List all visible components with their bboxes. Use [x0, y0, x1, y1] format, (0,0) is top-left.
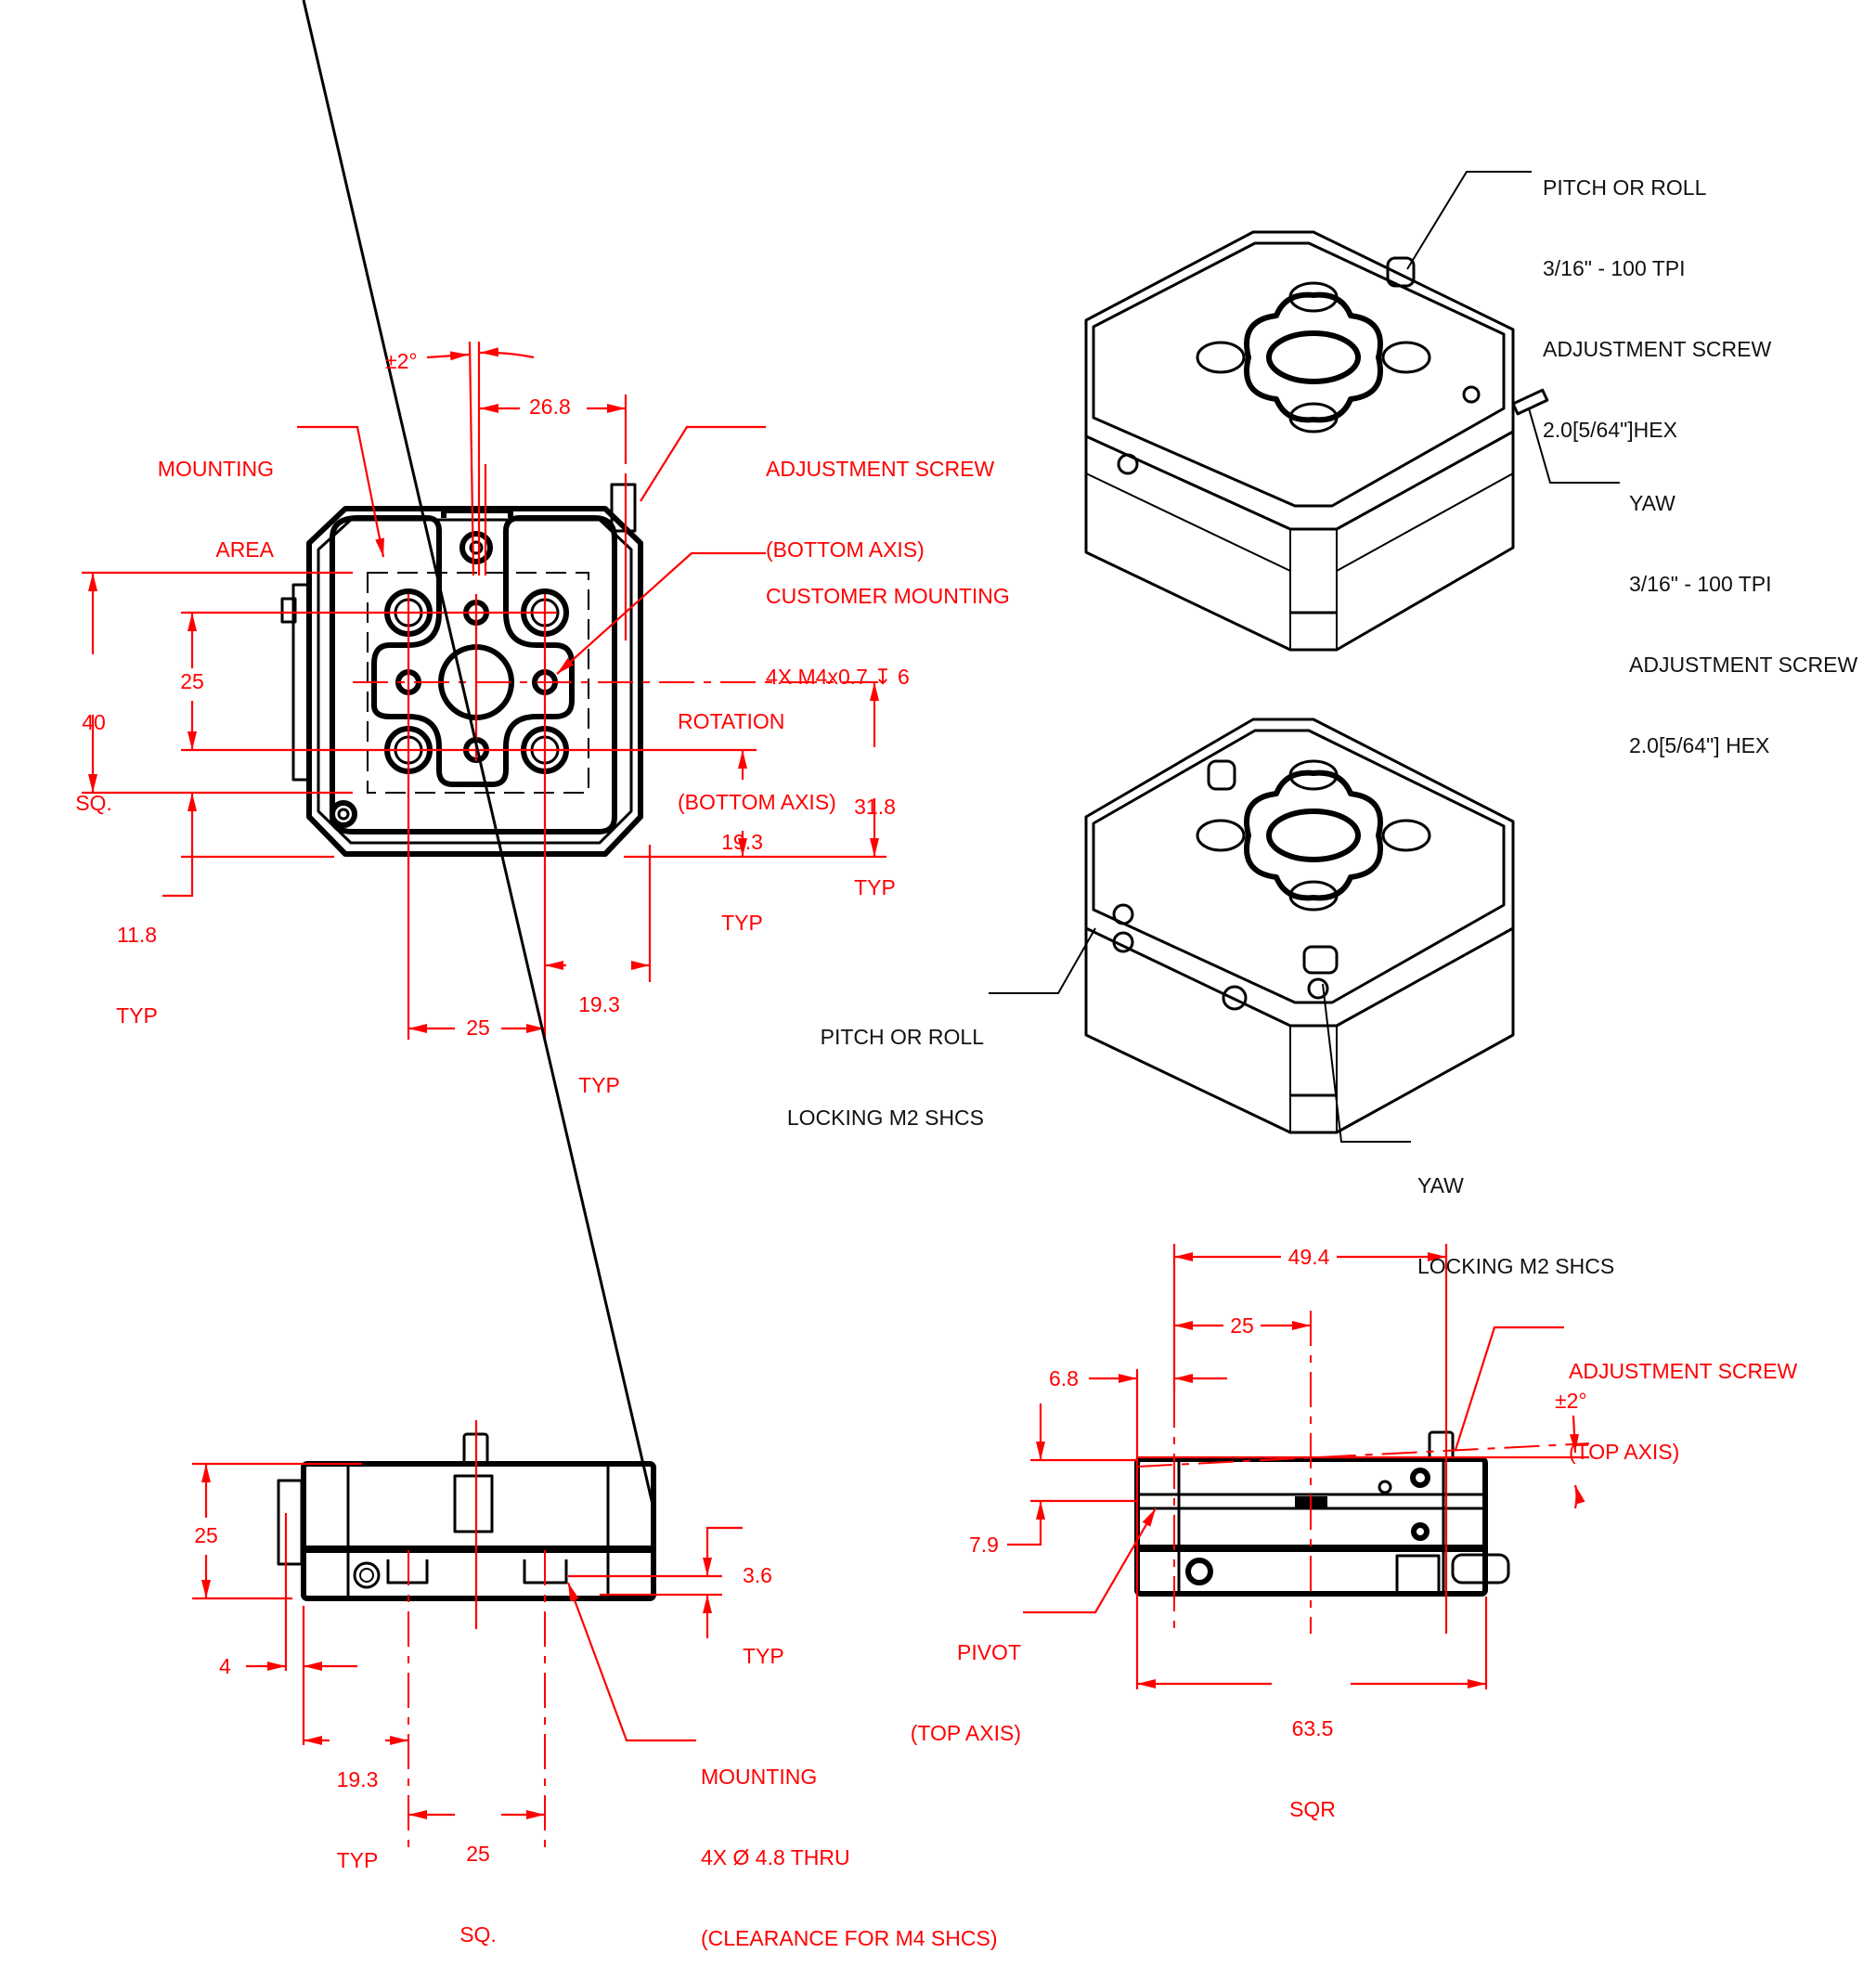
dim-25-sq-value: 25: [466, 1842, 490, 1866]
yaw-lock-callout: YAW LOCKING M2 SHCS: [1417, 1119, 1614, 1307]
dim-25-horizontal: 25: [466, 1015, 490, 1040]
customer-mounting-label: CUSTOMER MOUNTING 4X M4x0.7 ↧ 6: [766, 529, 1010, 718]
dim-40-sq: 40 SQ.: [70, 655, 118, 844]
pivot-line1: PIVOT: [956, 1640, 1021, 1664]
dim-19-3-front-value: 19.3: [336, 1767, 379, 1791]
dim-31-8-value: 31.8: [854, 795, 896, 819]
dim-26-8: 26.8: [529, 395, 571, 419]
side-view-dimensions: [1007, 1244, 1590, 1689]
dim-63-5-value: 63.5: [1291, 1716, 1334, 1740]
dim-25-height: 25: [194, 1523, 218, 1547]
dim-19-3-typ-horizontal: 19.3 TYP: [574, 938, 625, 1126]
dim-7-9: 7.9: [969, 1533, 999, 1557]
top-view-dimensions: [82, 341, 886, 1040]
pivot-top-axis-label: PIVOT (TOP AXIS): [886, 1585, 1021, 1774]
yaw-line3: ADJUSTMENT SCREW: [1629, 653, 1858, 677]
dim-3-6-suffix: TYP: [743, 1644, 784, 1668]
dim-40-value: 40: [82, 710, 106, 734]
dim-11-8-suffix: TYP: [116, 1003, 158, 1028]
dim-19-3-typ-front: 19.3 TYP: [331, 1713, 383, 1901]
isometric-view-top: [1084, 230, 1549, 652]
dim-63-5-sqr: 63.5 SQR: [1276, 1662, 1349, 1850]
dim-25-vertical: 25: [180, 669, 204, 693]
pitch-roll-lock-line2: LOCKING M2 SHCS: [786, 1106, 984, 1130]
mounting-holes-line2: 4X Ø 4.8 THRU: [701, 1845, 850, 1869]
adjustment-screw-bottom-line1: ADJUSTMENT SCREW: [766, 457, 995, 481]
customer-mounting-line1: CUSTOMER MOUNTING: [766, 584, 1010, 608]
isometric-view-bottom: [1084, 718, 1515, 1134]
dim-19-3-front-suffix: TYP: [336, 1848, 379, 1872]
dim-19-3-h-suffix: TYP: [578, 1073, 620, 1097]
dim-3-6-typ: 3.6 TYP: [743, 1508, 784, 1697]
dim-11-8-value: 11.8: [116, 923, 158, 947]
front-view-dimensions: [192, 1420, 743, 1847]
dim-25-side: 25: [1230, 1313, 1254, 1338]
mounting-holes-line3: (CLEARANCE FOR M4 SHCS): [701, 1926, 998, 1950]
mounting-area-line1: MOUNTING: [157, 457, 274, 481]
pitch-roll-line4: 2.0[5/64"]HEX: [1543, 418, 1677, 442]
yaw-line4: 2.0[5/64"] HEX: [1629, 733, 1770, 757]
angle-tolerance-top: ±2°: [385, 349, 418, 373]
pitch-roll-line3: ADJUSTMENT SCREW: [1543, 337, 1772, 361]
dim-4: 4: [219, 1654, 231, 1678]
adjustment-screw-bottom-line2: (BOTTOM AXIS): [766, 537, 925, 562]
pitch-roll-lock-callout: PITCH OR ROLL LOCKING M2 SHCS: [724, 970, 984, 1158]
dim-19-3-v-suffix: TYP: [721, 911, 763, 935]
yaw-line1: YAW: [1629, 491, 1675, 515]
top-view-part: [280, 483, 643, 857]
dim-19-3-v-value: 19.3: [721, 830, 763, 854]
pivot-line2: (TOP AXIS): [910, 1721, 1021, 1745]
adjustment-screw-top-label: ADJUSTMENT SCREW (TOP AXIS): [1569, 1304, 1797, 1493]
dim-25-sq-front: 25 SQ.: [455, 1787, 501, 1975]
rotation-line2: (BOTTOM AXIS): [678, 790, 836, 814]
dim-63-5-suffix: SQR: [1289, 1797, 1336, 1821]
customer-mounting-line2: 4X M4x0.7 ↧ 6: [766, 665, 910, 689]
dim-49-4: 49.4: [1287, 1245, 1330, 1269]
mounting-area-line2: AREA: [215, 537, 274, 562]
mounting-holes-line1: MOUNTING: [701, 1765, 818, 1789]
dim-31-8-typ: 31.8 TYP: [849, 740, 900, 928]
dim-25-sq-suffix: SQ.: [459, 1922, 497, 1947]
adjustment-screw-top-line2: (TOP AXIS): [1569, 1440, 1680, 1464]
pitch-roll-line2: 3/16" - 100 TPI: [1543, 256, 1686, 280]
yaw-line2: 3/16" - 100 TPI: [1629, 572, 1772, 596]
adjustment-screw-top-line1: ADJUSTMENT SCREW: [1569, 1359, 1798, 1383]
pitch-roll-adjustment-screw-callout: PITCH OR ROLL 3/16" - 100 TPI ADJUSTMENT…: [1543, 121, 1771, 471]
pitch-roll-lock-line1: PITCH OR ROLL: [820, 1025, 984, 1049]
pitch-roll-line1: PITCH OR ROLL: [1543, 175, 1707, 200]
adjustment-screw-bottom-label: ADJUSTMENT SCREW (BOTTOM AXIS): [766, 402, 994, 590]
rotation-bottom-axis-label: ROTATION (BOTTOM AXIS): [678, 654, 836, 843]
angle-tolerance-side: ±2°: [1555, 1389, 1587, 1413]
yaw-adjustment-screw-callout: YAW 3/16" - 100 TPI ADJUSTMENT SCREW 2.0…: [1629, 436, 1857, 786]
dim-19-3-typ-vertical: 19.3 TYP: [717, 775, 768, 964]
technical-drawing: [82, 0, 1620, 1847]
dim-31-8-suffix: TYP: [854, 875, 896, 899]
dim-11-8-typ: 11.8 TYP: [111, 868, 162, 1056]
yaw-lock-line1: YAW: [1417, 1173, 1464, 1197]
dim-6-8: 6.8: [1049, 1366, 1079, 1390]
mounting-area-label: MOUNTING AREA: [139, 402, 274, 590]
dim-19-3-h-value: 19.3: [578, 992, 620, 1016]
dim-40-suffix: SQ.: [75, 791, 112, 815]
rotation-line1: ROTATION: [678, 709, 785, 733]
yaw-lock-line2: LOCKING M2 SHCS: [1417, 1254, 1615, 1278]
dim-3-6-value: 3.6: [743, 1563, 772, 1587]
